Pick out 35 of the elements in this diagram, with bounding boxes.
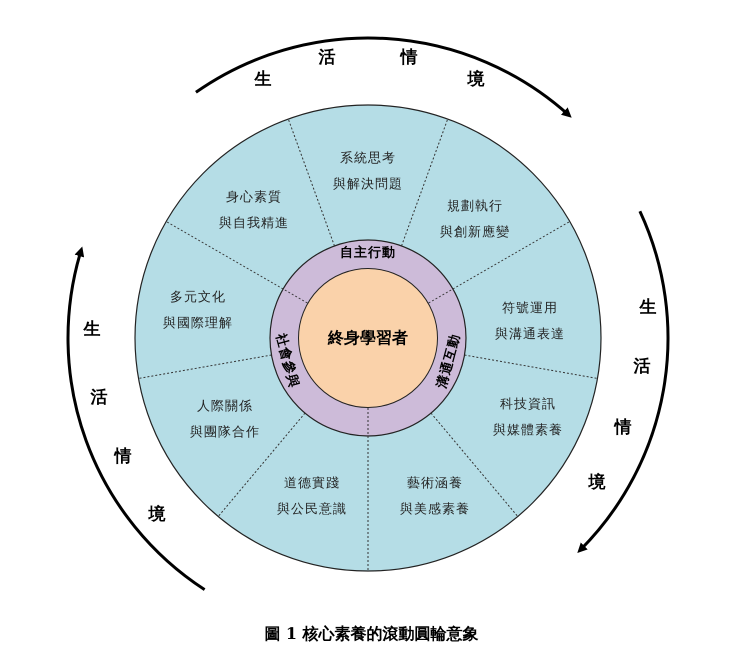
context-label: 生 <box>84 322 100 338</box>
context-label: 境 <box>588 474 606 492</box>
caption: 圖 1 核心素養的滾動圓輪意象 <box>264 623 479 645</box>
context-label: 情 <box>400 50 418 66</box>
context-label: 活 <box>634 358 650 376</box>
segment-label: 與美感素養 <box>400 502 470 518</box>
context-label: 生 <box>254 72 272 88</box>
context-label: 境 <box>148 506 166 524</box>
segment-label: 與公民意識 <box>277 502 347 518</box>
segment-label: 人際關係 <box>197 398 253 415</box>
ring-label: 自主行動 <box>340 246 396 260</box>
ring-label: 社會參與 <box>273 332 301 390</box>
segment-label: 與團隊合作 <box>190 425 260 442</box>
segment-label: 與媒體素養 <box>493 423 563 440</box>
context-label: 活 <box>318 50 336 66</box>
segment-label: 科技資訊 <box>500 396 556 413</box>
segment-label: 與解決問題 <box>333 177 403 194</box>
segment-label: 規劃執行 <box>447 198 503 215</box>
segment-label: 系統思考 <box>340 150 396 167</box>
segment-label: 多元文化 <box>170 290 226 306</box>
segment-label: 藝術涵養 <box>407 476 463 492</box>
context-label: 情 <box>614 420 632 436</box>
segment-label: 與溝通表達 <box>495 327 565 344</box>
segment-label: 符號運用 <box>502 300 558 317</box>
context-label: 生 <box>640 300 656 316</box>
context-label: 境 <box>468 72 484 88</box>
ring-label: 溝通互動 <box>435 332 463 390</box>
segment-label: 身心素質 <box>226 190 282 206</box>
segment-label: 與創新應變 <box>440 225 510 242</box>
center-label: 終身學習者 <box>328 327 408 349</box>
segment-label: 與自我精進 <box>219 216 289 232</box>
segment-label: 道德實踐 <box>284 476 340 492</box>
segment-label: 與國際理解 <box>163 316 233 332</box>
context-label: 活 <box>90 390 108 406</box>
context-label: 情 <box>114 448 132 466</box>
